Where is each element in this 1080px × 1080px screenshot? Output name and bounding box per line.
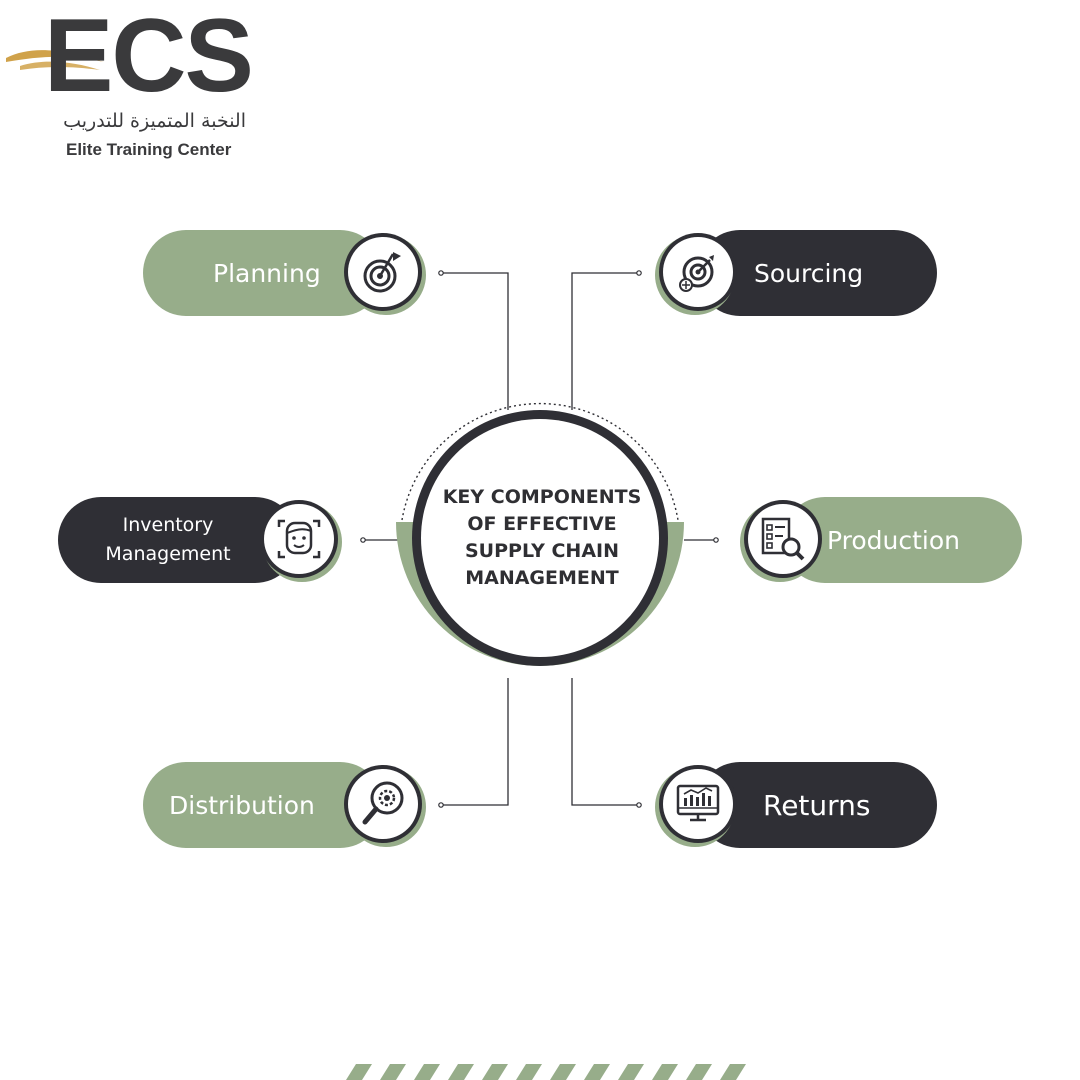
ecs-logo: ECS النخبة المتميزة للتدريب Elite Traini… (0, 0, 300, 170)
connector-lines (363, 272, 716, 806)
logo-letters: ECS (44, 0, 254, 114)
gear-magnifier-icon (341, 762, 427, 848)
connector-distribution (441, 678, 509, 806)
logo-arabic-text: النخبة المتميزة للتدريب (63, 110, 246, 132)
production-label: Production (827, 525, 961, 555)
logo-subtitle: Elite Training Center (66, 140, 232, 159)
connector-dots (360, 270, 719, 808)
returns-label: Returns (763, 788, 871, 822)
connector-sourcing (571, 272, 639, 410)
monitor-chart-icon (654, 762, 740, 848)
target-dart-icon (654, 230, 740, 316)
connector-returns (571, 678, 639, 806)
checklist-search-icon (739, 497, 825, 583)
logo-swoosh-icon (6, 50, 104, 70)
center-title: KEY COMPONENTS OF EFFECTIVE SUPPLY CHAIN… (442, 486, 642, 589)
dotted-arc (401, 402, 679, 521)
center-disc (421, 419, 659, 657)
pill-distribution: Distribution (143, 762, 383, 848)
distribution-label: Distribution (169, 790, 315, 820)
pill-returns: Returns (697, 762, 937, 848)
decorative-stripes (346, 1064, 746, 1080)
pill-inventory-management: Inventory Management (58, 497, 298, 583)
pill-production: Production (782, 497, 1022, 583)
target-flag-icon (341, 230, 427, 316)
planning-label: Planning (213, 258, 321, 288)
pill-sourcing: Sourcing (697, 230, 937, 316)
face-scan-icon (257, 497, 343, 583)
inventory-management-label: Inventory Management (105, 514, 231, 565)
pill-planning: Planning (143, 230, 383, 316)
connector-planning (441, 272, 509, 410)
sourcing-label: Sourcing (754, 258, 864, 288)
